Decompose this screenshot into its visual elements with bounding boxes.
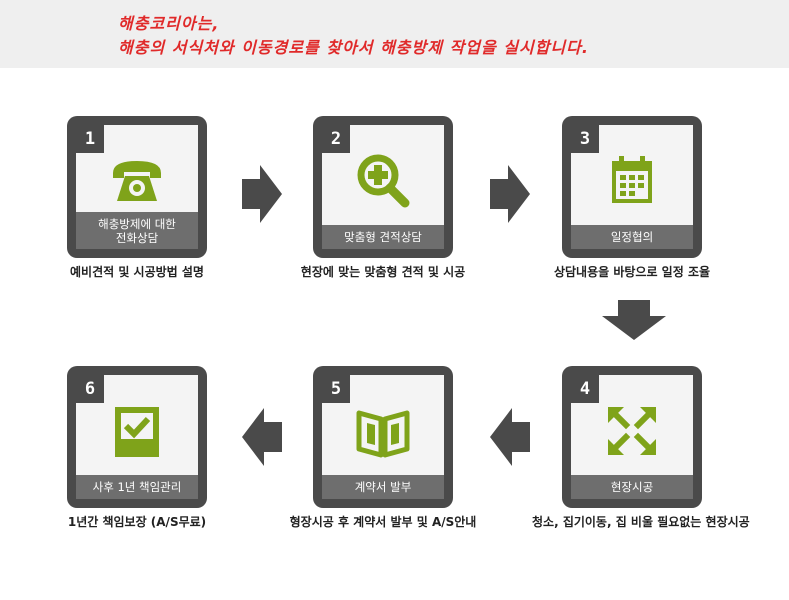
step-caption-6: 1년간 책임보장 (A/S무료) <box>67 515 207 529</box>
step-caption-1: 예비견적 및 시공방법 설명 <box>70 265 204 279</box>
step-card-3: 3 일정협의 <box>562 116 702 258</box>
telephone-icon <box>113 161 161 201</box>
open-book-icon <box>356 410 410 458</box>
arrow-down-icon <box>602 300 666 340</box>
step-number: 4 <box>571 375 599 403</box>
expand-arrows-icon <box>608 407 656 455</box>
step-label-line1: 해충방제에 대한 <box>98 217 176 231</box>
step-number: 3 <box>571 125 599 153</box>
arrow-right-icon <box>242 165 282 223</box>
calendar-icon <box>612 156 652 203</box>
step-label: 해충방제에 대한 전화상담 <box>76 212 198 249</box>
step-number: 2 <box>322 125 350 153</box>
step-card-1: 1 해충방제에 대한 전화상담 <box>67 116 207 258</box>
step-label: 사후 1년 책임관리 <box>76 475 198 499</box>
step-card-6: 6 사후 1년 책임관리 <box>67 366 207 508</box>
step-caption-3: 상담내용을 바탕으로 일정 조율 <box>553 265 711 279</box>
arrow-right-icon <box>490 165 530 223</box>
step-label: 맞춤형 견적상담 <box>322 225 444 249</box>
step-number: 5 <box>322 375 350 403</box>
banner-line-1: 해충코리아는, <box>118 14 220 33</box>
step-caption-2: 현장에 맞는 맞춤형 견적 및 시공 <box>300 265 466 279</box>
step-caption-4: 청소, 집기이동, 집 비울 필요없는 현장시공 <box>532 515 750 529</box>
step-card-4: 4 현장시공 <box>562 366 702 508</box>
step-label: 현장시공 <box>571 475 693 499</box>
step-caption-5: 형장시공 후 계약서 발부 및 A/S안내 <box>289 515 477 529</box>
step-label-line2: 전화상담 <box>115 231 159 245</box>
checkbox-icon <box>115 407 159 457</box>
step-card-5: 5 계약서 발부 <box>313 366 453 508</box>
step-label: 일정협의 <box>571 225 693 249</box>
step-label: 계약서 발부 <box>322 475 444 499</box>
banner-line-2: 해충의 서식처와 이동경로를 찾아서 해충방제 작업을 실시합니다. <box>118 38 589 57</box>
step-number: 1 <box>76 125 104 153</box>
magnifier-plus-icon <box>357 154 410 208</box>
step-number: 6 <box>76 375 104 403</box>
intro-banner: 해충코리아는, 해충의 서식처와 이동경로를 찾아서 해충방제 작업을 실시합니… <box>0 0 789 68</box>
step-card-2: 2 맞춤형 견적상담 <box>313 116 453 258</box>
arrow-left-icon <box>242 408 282 466</box>
arrow-left-icon <box>490 408 530 466</box>
